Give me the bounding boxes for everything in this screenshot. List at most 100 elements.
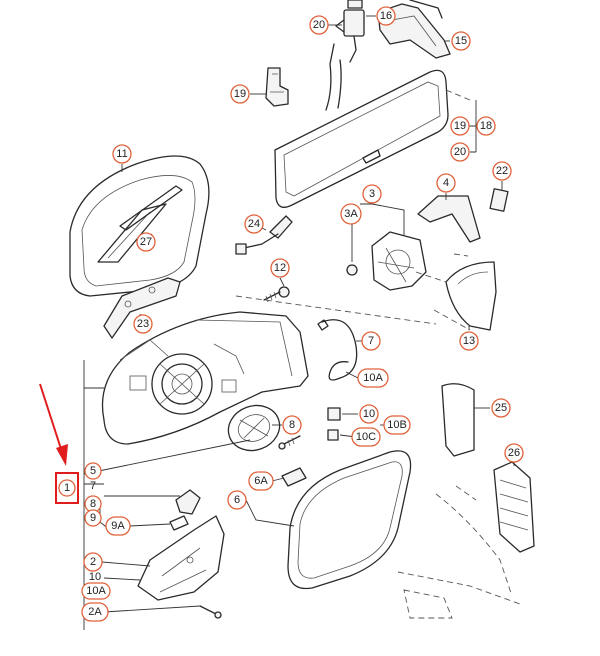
trim-panel-25 — [441, 383, 475, 457]
callout-10B: 10B — [383, 415, 411, 435]
callout-9A: 9A — [105, 516, 131, 536]
svg-text:23: 23 — [137, 318, 149, 330]
trim-bracket — [103, 277, 181, 339]
svg-text:12: 12 — [274, 262, 286, 274]
mirror-base-assembly — [101, 311, 309, 445]
callout-11: 11 — [112, 144, 132, 164]
wire-connector — [235, 215, 293, 255]
callout-4: 4 — [436, 173, 456, 193]
callout-2A: 2A — [81, 602, 109, 622]
cable-harness — [317, 319, 358, 441]
svg-text:7: 7 — [90, 480, 96, 492]
callout-13: 13 — [459, 331, 479, 351]
red-arrow-indicator — [39, 383, 68, 466]
callout-3A: 3A — [340, 203, 362, 225]
callout-1-highlight: 1 — [55, 472, 79, 504]
svg-text:10: 10 — [89, 571, 101, 583]
housing-cover — [445, 261, 497, 331]
svg-text:18: 18 — [480, 120, 492, 132]
svg-text:19: 19 — [454, 120, 466, 132]
svg-text:6: 6 — [234, 494, 240, 506]
callout-20-right: 20 — [450, 142, 470, 162]
svg-text:19: 19 — [234, 88, 246, 100]
callout-9: 9 — [84, 509, 102, 527]
callout-10C: 10C — [351, 427, 381, 447]
svg-text:6A: 6A — [254, 475, 268, 487]
mirror-glass — [287, 450, 412, 590]
interior-mirror — [274, 43, 449, 208]
callout-6A: 6A — [248, 471, 274, 491]
indicator-lamp — [169, 489, 201, 531]
svg-text:5: 5 — [90, 465, 96, 477]
callout-10A-left: 10A — [81, 582, 111, 600]
callout-7: 7 — [361, 331, 381, 351]
svg-text:8: 8 — [90, 498, 96, 510]
lower-housing — [137, 515, 225, 601]
leader-lines — [83, 15, 515, 630]
sensor-cover — [377, 0, 451, 59]
screw-12 — [263, 286, 290, 303]
adjust-motor-disc — [227, 404, 281, 452]
svg-text:1: 1 — [64, 482, 70, 494]
screw-8 — [278, 435, 301, 450]
svg-text:3A: 3A — [344, 208, 358, 220]
mirror-housing-cap — [69, 155, 210, 297]
callout-15: 15 — [451, 31, 471, 51]
svg-text:20: 20 — [454, 146, 466, 158]
svg-text:4: 4 — [443, 177, 449, 189]
motor-bracket — [346, 231, 427, 291]
callout-19: 19 — [230, 84, 250, 104]
screw-2A — [199, 605, 222, 619]
small-connector — [281, 467, 307, 487]
trim-panel-26 — [493, 461, 535, 553]
svg-text:10: 10 — [363, 408, 375, 420]
callout-8: 8 — [282, 415, 302, 435]
callout-16: 16 — [376, 6, 396, 26]
mirror-clip — [265, 67, 289, 107]
svg-text:2A: 2A — [88, 606, 102, 618]
callout-7-left: 7 — [90, 480, 96, 492]
callout-18: 18 — [476, 116, 496, 136]
svg-text:7: 7 — [368, 335, 374, 347]
callout-10: 10 — [359, 404, 379, 424]
svg-text:24: 24 — [248, 218, 260, 230]
callout-25: 25 — [491, 398, 511, 418]
svg-text:8: 8 — [289, 419, 295, 431]
callout-12: 12 — [270, 258, 290, 278]
callout-23: 23 — [133, 314, 153, 334]
svg-text:20: 20 — [313, 19, 325, 31]
svg-text:9: 9 — [90, 512, 96, 524]
callout-2: 2 — [83, 552, 103, 572]
svg-text:27: 27 — [140, 236, 152, 248]
callout-10-left: 10 — [89, 571, 101, 583]
svg-text:10C: 10C — [356, 431, 376, 443]
svg-text:25: 25 — [495, 402, 507, 414]
door-outline — [397, 485, 521, 619]
callout-3: 3 — [362, 184, 382, 204]
svg-text:10A: 10A — [86, 585, 106, 597]
svg-text:2: 2 — [90, 556, 96, 568]
svg-text:10B: 10B — [387, 419, 407, 431]
connector-22 — [489, 188, 509, 212]
callout-6: 6 — [227, 490, 247, 510]
callout-27: 27 — [136, 232, 156, 252]
cover-piece — [417, 195, 481, 243]
callout-20: 20 — [309, 15, 329, 35]
svg-text:26: 26 — [508, 447, 520, 459]
svg-text:3: 3 — [369, 188, 375, 200]
svg-text:15: 15 — [455, 35, 467, 47]
svg-text:16: 16 — [380, 10, 392, 22]
callout-10A: 10A — [357, 368, 389, 388]
svg-text:10A: 10A — [363, 372, 383, 384]
svg-text:22: 22 — [496, 165, 508, 177]
svg-text:13: 13 — [463, 335, 475, 347]
callout-5: 5 — [84, 462, 102, 480]
callout-24: 24 — [244, 214, 264, 234]
callout-22: 22 — [492, 161, 512, 181]
callout-26: 26 — [504, 443, 524, 463]
rain-sensor-connector — [335, 0, 365, 63]
svg-text:11: 11 — [116, 148, 127, 160]
callout-19-right: 19 — [450, 116, 470, 136]
svg-text:9A: 9A — [111, 520, 125, 532]
